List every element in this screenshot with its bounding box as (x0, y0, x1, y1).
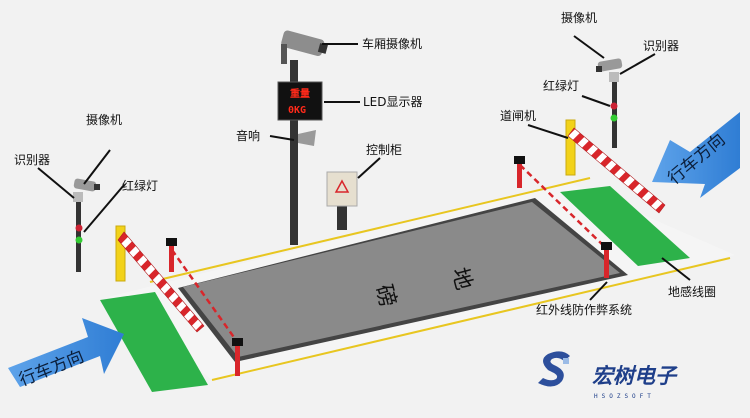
left-pole (73, 178, 100, 272)
brand-s-icon (538, 351, 570, 387)
barrier-gate-left (115, 225, 205, 333)
label-recognizer-left: 识别器 (14, 153, 50, 167)
led-weight-label: 重量 (290, 87, 310, 100)
red-light-icon (75, 224, 83, 232)
label-speaker: 音响 (236, 128, 260, 143)
right-pole (596, 58, 623, 148)
barrier-gate-right (565, 119, 666, 214)
infrared-boundary (170, 164, 607, 344)
ground-loop-right (560, 186, 690, 266)
control-cabinet (326, 171, 358, 230)
warning-icon (334, 179, 350, 193)
label-recognizer-right: 识别器 (643, 39, 679, 53)
led-display: 重量 0KG (277, 81, 323, 121)
brand-subtitle: HSOZSOFT (594, 393, 655, 400)
green-light-icon (75, 236, 83, 244)
led-weight-value: 0KG (288, 105, 306, 116)
speaker-horn (298, 130, 316, 146)
center-pole: 重量 0KG (277, 30, 328, 245)
label-barrier-gate: 道闸机 (500, 109, 536, 123)
label-camera-left: 摄像机 (86, 112, 122, 127)
direction-arrow-right: 行车方向 (652, 112, 740, 198)
label-ground-loop: 地感线圈 (668, 284, 716, 299)
infrared-posts (166, 156, 612, 376)
brand-logo: 宏树电子 HSOZSOFT (538, 351, 678, 400)
green-light-icon (610, 114, 618, 122)
red-light-icon (610, 102, 618, 110)
scale-platform (178, 198, 628, 362)
ground-loop-left (100, 292, 208, 392)
label-camera-right: 摄像机 (561, 10, 597, 25)
brand-name: 宏树电子 (592, 364, 678, 388)
label-traffic-light-left: 红绿灯 (122, 178, 158, 193)
label-control-cabinet: 控制柜 (366, 143, 402, 157)
direction-arrow-left: 行车方向 (8, 318, 124, 391)
cabin-camera (281, 30, 328, 64)
label-infrared-system: 红外线防作弊系统 (536, 302, 632, 317)
leader-lines (37, 35, 691, 301)
label-traffic-light-right: 红绿灯 (543, 78, 579, 93)
label-led-display: LED显示器 (363, 95, 423, 109)
label-cabin-camera: 车厢摄像机 (362, 36, 422, 51)
